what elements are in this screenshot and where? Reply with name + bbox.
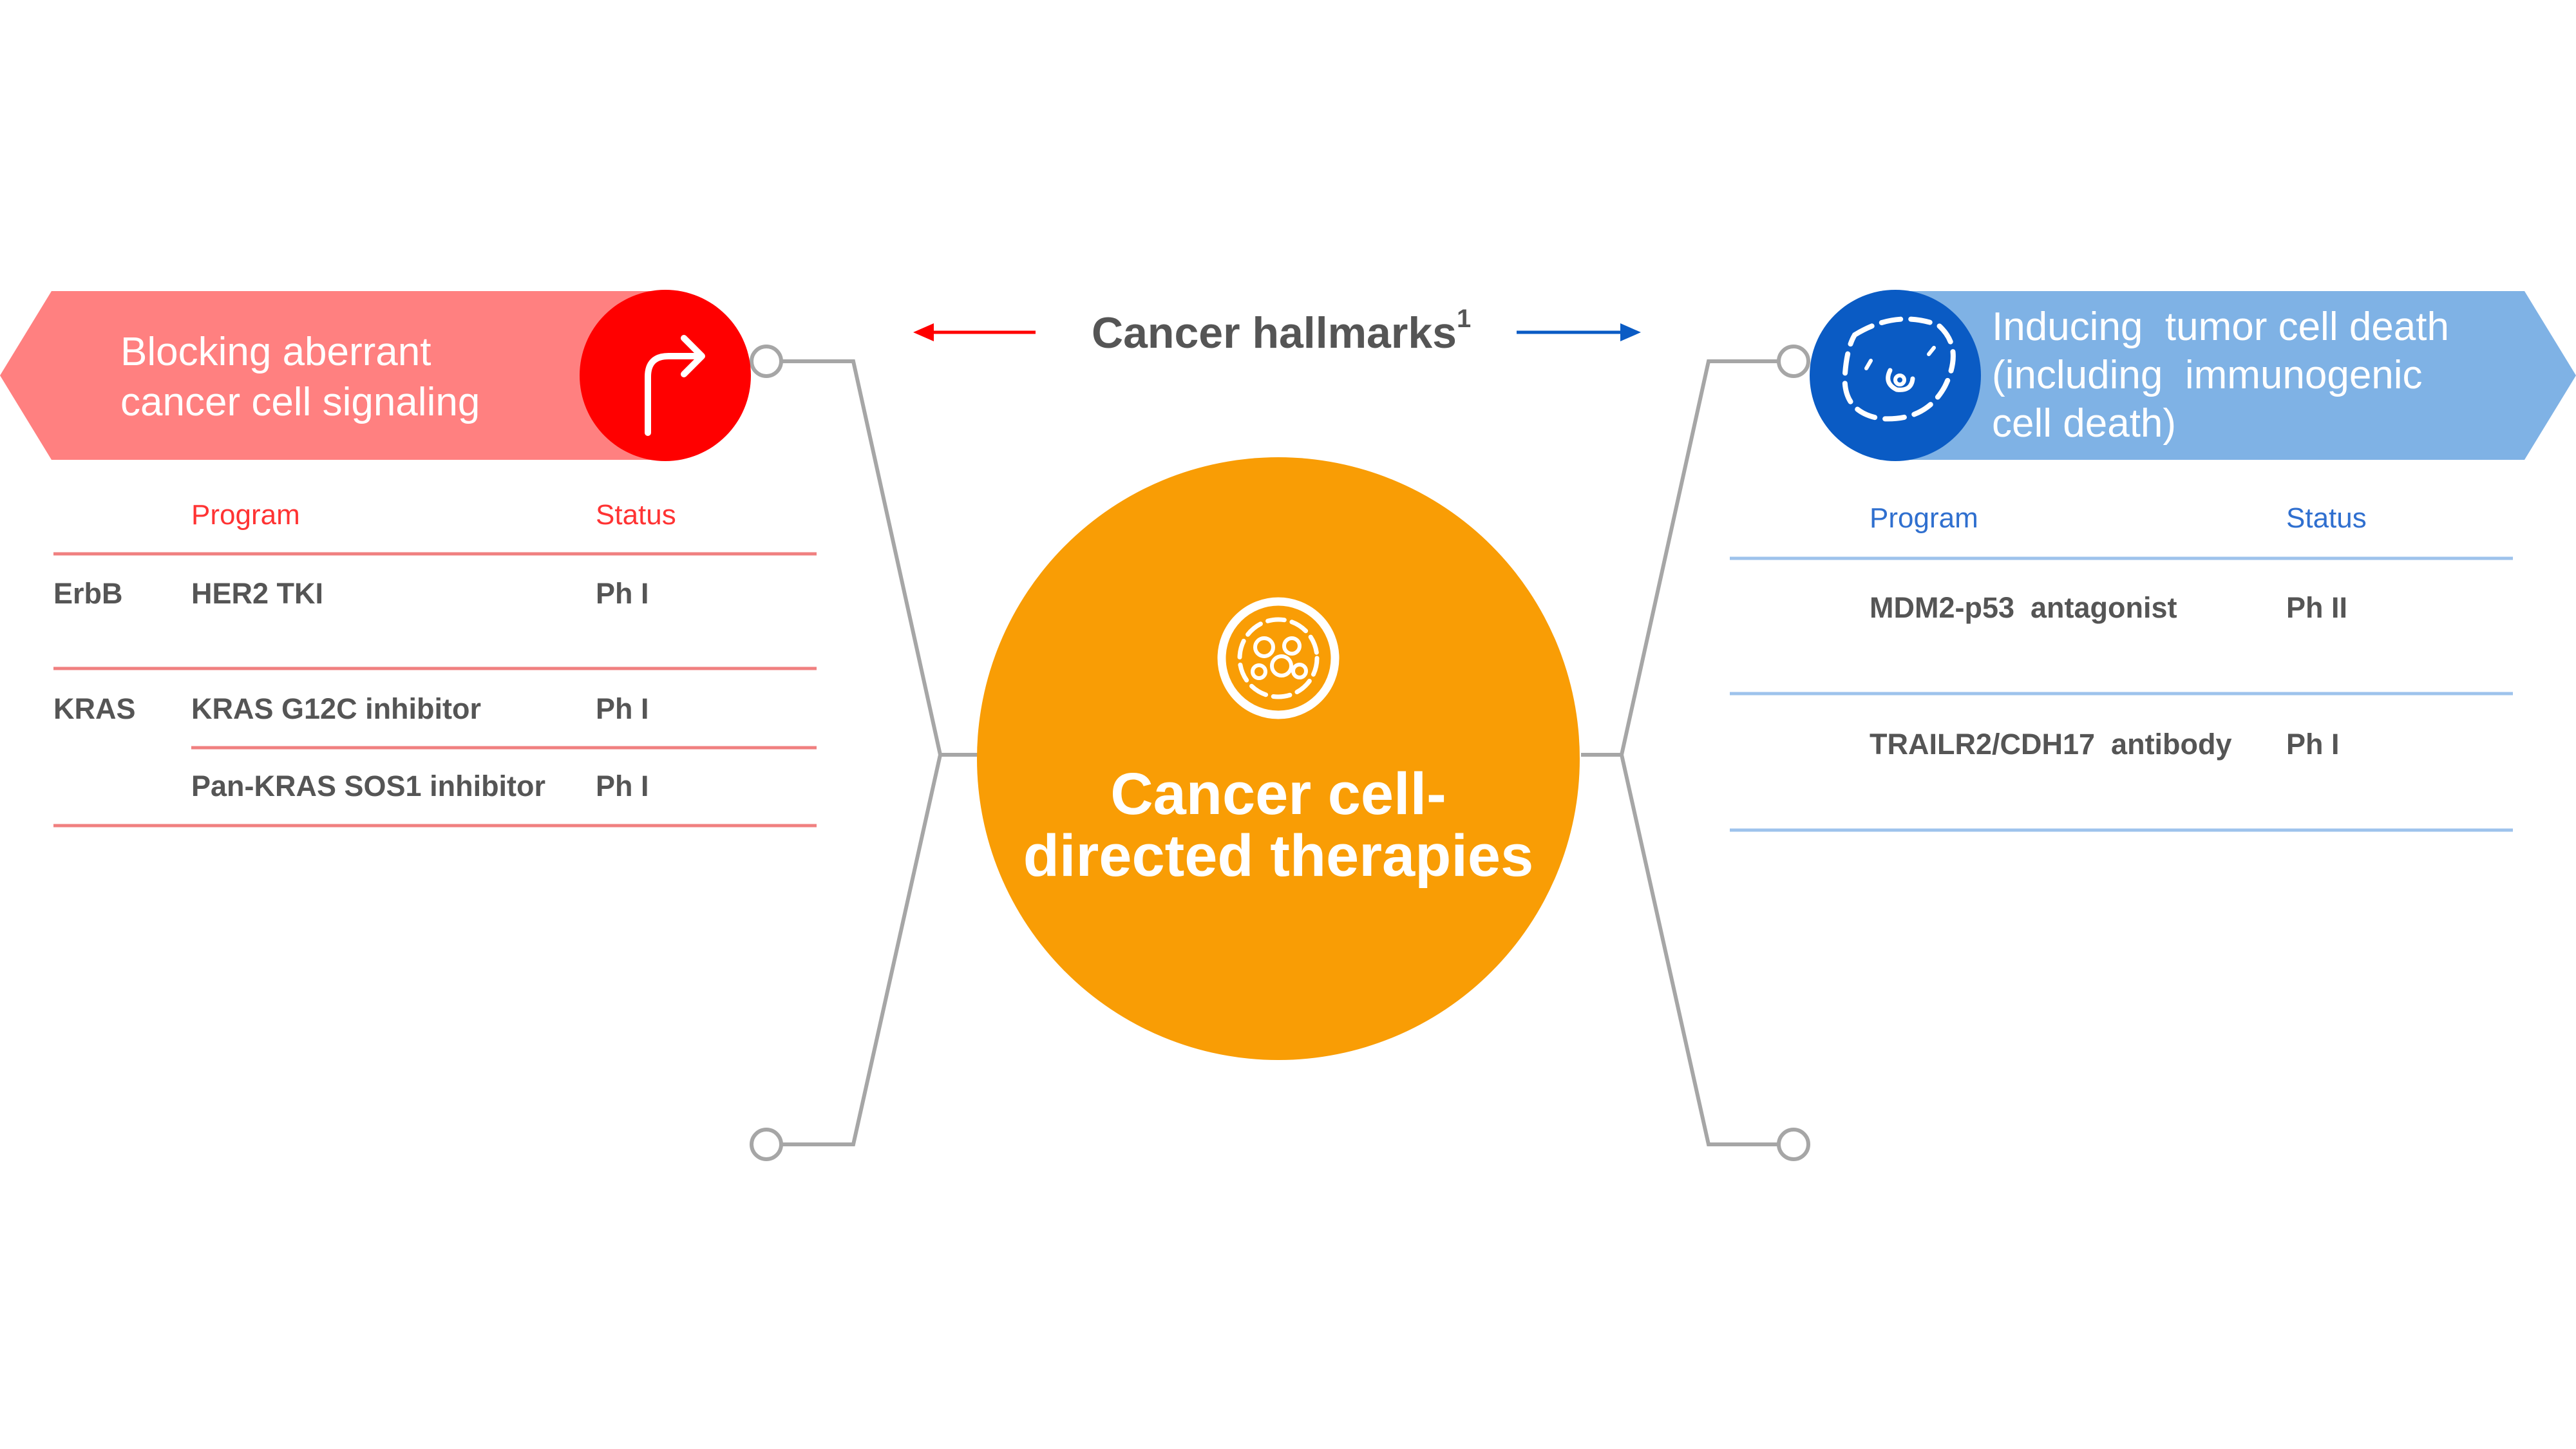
left-lower-node (750, 1128, 783, 1161)
left-row2-group: KRAS (53, 692, 136, 725)
left-table-lines (53, 552, 817, 828)
right-banner-text: Inducing tumor cell death (including imm… (1992, 303, 2449, 448)
cancer-cell-icon (1217, 597, 1340, 719)
right-lower-connector (1620, 754, 1794, 1146)
connector-lines (766, 359, 1794, 1146)
cancer-hallmarks-title: Cancer hallmarks1 (1092, 305, 1472, 358)
left-row2-status: Ph I (596, 692, 649, 725)
left-lower-connector (766, 754, 942, 1146)
center-title: Cancer cell- directed therapies (989, 763, 1568, 887)
left-row1-status: Ph I (596, 577, 649, 610)
right-banner-line1: Inducing tumor cell death (1992, 305, 2449, 349)
right-upper-connector (1581, 359, 1794, 757)
left-banner-line2: cancer cell signaling (120, 380, 480, 424)
right-row2-status: Ph I (2286, 728, 2340, 761)
right-lower-node (1777, 1128, 1810, 1161)
right-row1-program: MDM2-p53 antagonist (1870, 591, 2177, 624)
left-banner-line1: Blocking aberrant (120, 330, 431, 374)
left-col-program-header: Program (191, 499, 300, 531)
right-banner-line2: (including immunogenic (1992, 353, 2423, 397)
turn-right-arrow-icon (645, 335, 705, 436)
right-row2-program: TRAILR2/CDH17 antibody (1870, 728, 2232, 761)
left-upper-node (750, 345, 783, 378)
right-table-lines (1730, 556, 2513, 832)
left-banner-shape (0, 291, 667, 460)
right-col-status-header: Status (2286, 502, 2367, 534)
left-row3-status: Ph I (596, 770, 649, 802)
right-banner-shape (1897, 291, 2576, 460)
right-hallmark-arrow (1517, 323, 1641, 341)
left-banner-text: Blocking aberrant cancer cell signaling (120, 327, 480, 428)
cell-death-icon (1842, 316, 1956, 422)
left-col-status-header: Status (596, 499, 676, 531)
right-col-program-header: Program (1870, 502, 1978, 534)
left-row3-program: Pan-KRAS SOS1 inhibitor (191, 770, 546, 802)
left-row1-group: ErbB (53, 577, 123, 610)
footnote-marker: 1 (1456, 305, 1472, 334)
left-hallmark-arrow (913, 323, 1036, 341)
left-upper-connector (766, 359, 982, 757)
center-title-line2: directed therapies (1023, 823, 1534, 889)
right-banner-line3: cell death) (1992, 401, 2177, 446)
left-banner-circle (580, 290, 751, 461)
center-title-line1: Cancer cell- (1110, 761, 1446, 827)
hallmarks-title-text: Cancer hallmarks (1092, 308, 1457, 357)
center-circle (977, 457, 1580, 1060)
right-upper-node (1777, 345, 1810, 378)
left-row2-program: KRAS G12C inhibitor (191, 692, 482, 725)
left-row1-program: HER2 TKI (191, 577, 324, 610)
right-row1-status: Ph II (2286, 591, 2348, 624)
